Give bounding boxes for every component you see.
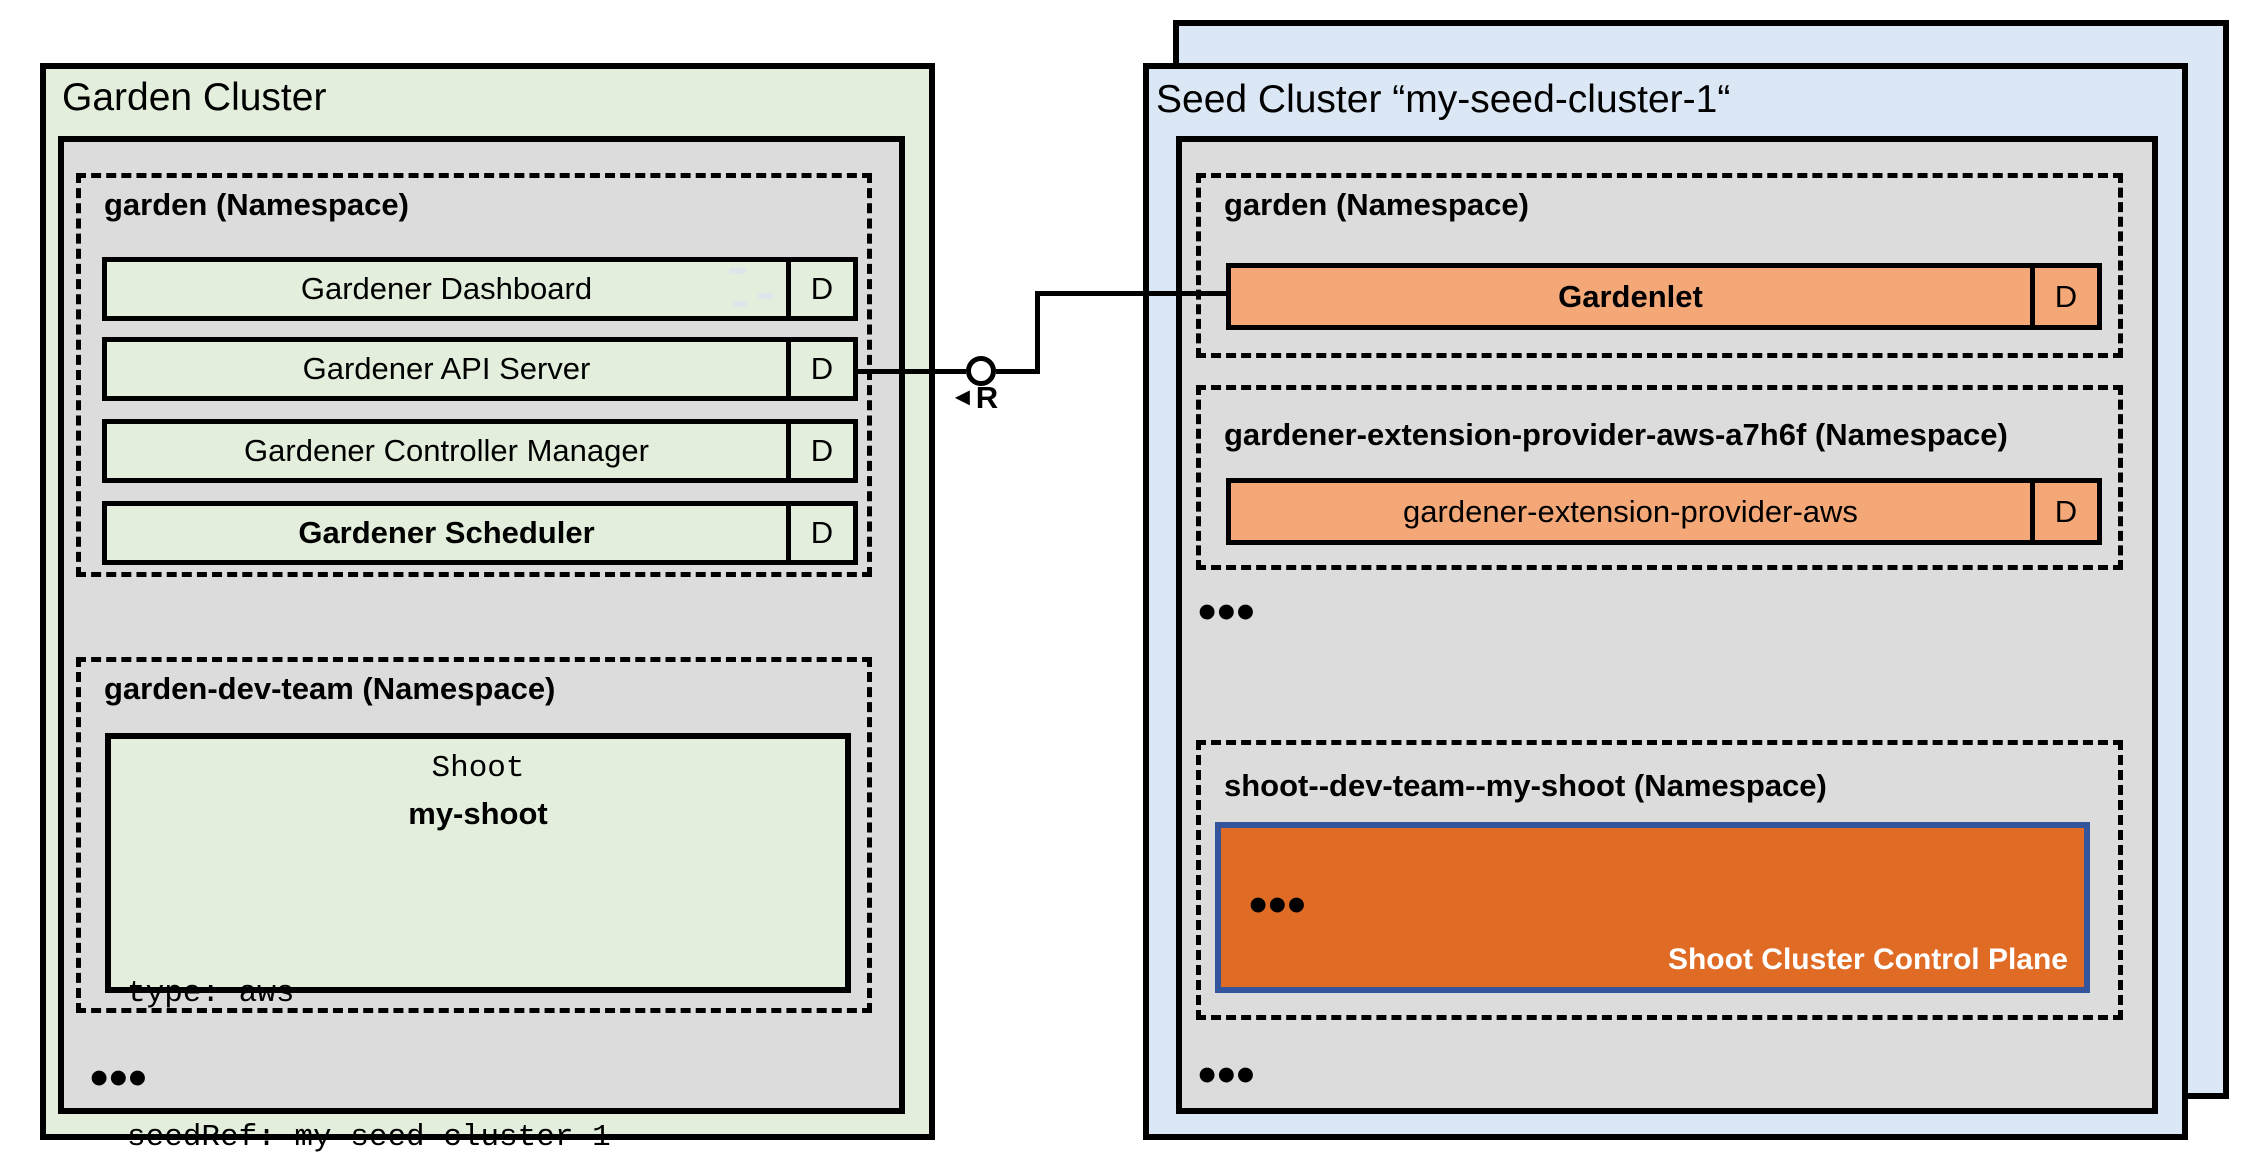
shoot-resource-kind: Shoot (431, 751, 525, 786)
shoot-resource-box: Shoot my-shoot type: aws seedRef: my-see… (105, 733, 851, 1155)
shoot-spec-type-line: type: aws (127, 976, 295, 1011)
connector-segment-left (858, 369, 966, 374)
gardener-api-server-deployment-badge: D (786, 342, 853, 396)
gardener-dashboard-deployment-badge: D (786, 262, 853, 316)
connector-segment-right (1035, 291, 1226, 296)
seed-garden-namespace-box (1196, 173, 2123, 358)
gardener-scheduler-deployment-badge: D (786, 506, 853, 560)
connector-segment-mid (996, 369, 1037, 374)
connector-segment-vertical (1035, 291, 1040, 374)
garden-dev-team-namespace-box (76, 657, 872, 1013)
shoot-namespace-box (1196, 740, 2123, 1020)
shoot-namespace-label: shoot--dev-team--my-shoot (Namespace) (1224, 768, 1827, 803)
gardener-scheduler-component: Gardener Scheduler D (102, 501, 858, 565)
extension-provider-label: gardener-extension-provider-aws (1403, 493, 1858, 529)
garden-dev-team-namespace-label: garden-dev-team (Namespace) (104, 671, 556, 706)
left-arrow-icon: ◄ (950, 383, 975, 411)
shoot-spec-seedref-line: seedRef: my-seed-cluster-1 (127, 1120, 611, 1155)
garden-namespace-box (76, 173, 872, 577)
gardenlet-label: Gardenlet (1558, 278, 1703, 314)
extension-provider-deployment-badge: D (2030, 483, 2097, 540)
control-plane-label: Shoot Cluster Control Plane (1667, 943, 2068, 976)
garden-cluster-title: Garden Cluster (62, 76, 327, 119)
seed-more-namespaces-ellipsis: ••• (1198, 583, 1256, 641)
gardener-api-server-label: Gardener API Server (302, 351, 591, 386)
gardener-dashboard-label: Gardener Dashboard (300, 271, 593, 306)
extension-provider-component: gardener-extension-provider-aws D (1226, 478, 2102, 545)
garden-more-namespaces-ellipsis: ••• (90, 1049, 148, 1107)
seed-bottom-ellipsis: ••• (1198, 1046, 1256, 1104)
extension-namespace-label: gardener-extension-provider-aws-a7h6f (N… (1224, 417, 2008, 452)
shoot-resource-name: my-shoot (408, 796, 548, 831)
gardener-controller-manager-deployment-badge: D (786, 424, 853, 478)
seed-cluster-title: Seed Cluster “my-seed-cluster-1“ (1156, 78, 1731, 121)
gardener-scheduler-label: Gardener Scheduler (298, 515, 595, 550)
shoot-cluster-control-plane-box: ••• Shoot Cluster Control Plane (1215, 822, 2090, 993)
gardenlet-component: Gardenlet D (1226, 263, 2102, 330)
control-plane-ellipsis: ••• (1249, 876, 1307, 934)
extension-namespace-box (1196, 385, 2123, 570)
gardener-controller-manager-label: Gardener Controller Manager (244, 433, 649, 468)
reconcile-letter: R (975, 380, 999, 415)
artifact-mark (732, 301, 747, 307)
shoot-resource-spec: type: aws seedRef: my-seed-cluster-1 (127, 874, 845, 1174)
gardener-api-server-component: Gardener API Server D (102, 337, 858, 401)
connector-reconcile-label: ◄ R (950, 382, 998, 413)
gardener-controller-manager-component: Gardener Controller Manager D (102, 419, 858, 483)
gardenlet-deployment-badge: D (2030, 268, 2097, 325)
artifact-mark (729, 268, 746, 274)
garden-namespace-label: garden (Namespace) (104, 187, 409, 222)
seed-garden-namespace-label: garden (Namespace) (1224, 187, 1529, 222)
artifact-mark (758, 293, 773, 299)
gardener-dashboard-component: Gardener Dashboard D (102, 257, 858, 321)
connector-interface-circle (966, 356, 996, 386)
